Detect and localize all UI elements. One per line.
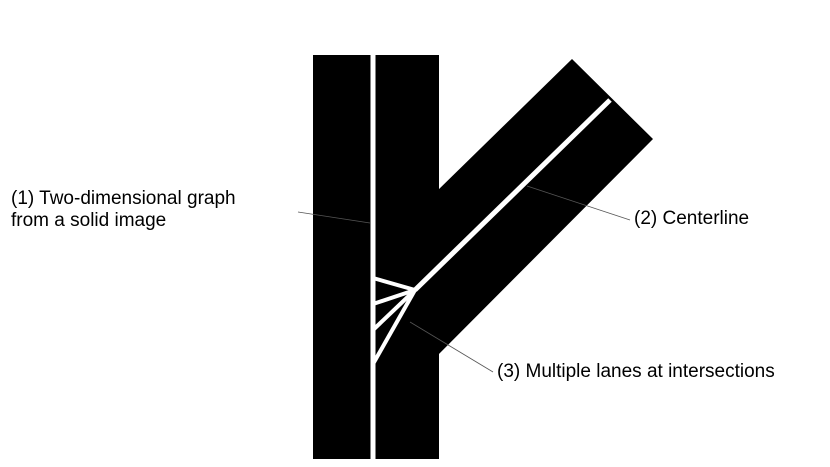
leader-line-multiple-lanes	[409, 321, 494, 373]
diagonal-centerline	[413, 98, 612, 292]
leader-line-solid-graph	[297, 211, 371, 224]
lane-line	[371, 289, 417, 365]
leader-lines	[297, 185, 631, 373]
label-centerline: (2) Centerline	[634, 208, 750, 229]
diagonal-road	[378, 59, 653, 366]
lane-line	[371, 288, 417, 332]
lane-line	[372, 276, 416, 292]
label-solid-graph-line1: (1) Two-dimensional graph	[11, 188, 236, 209]
label-solid-graph: (1) Two-dimensional graph from a solid i…	[11, 188, 236, 232]
lane-line	[372, 288, 416, 306]
label-solid-graph-line2: from a solid image	[11, 210, 167, 231]
leader-line-centerline	[526, 185, 631, 221]
label-multiple-lanes: (3) Multiple lanes at intersections	[497, 361, 775, 382]
centerline-graph	[370, 55, 612, 459]
intersection-lanes	[371, 276, 417, 365]
